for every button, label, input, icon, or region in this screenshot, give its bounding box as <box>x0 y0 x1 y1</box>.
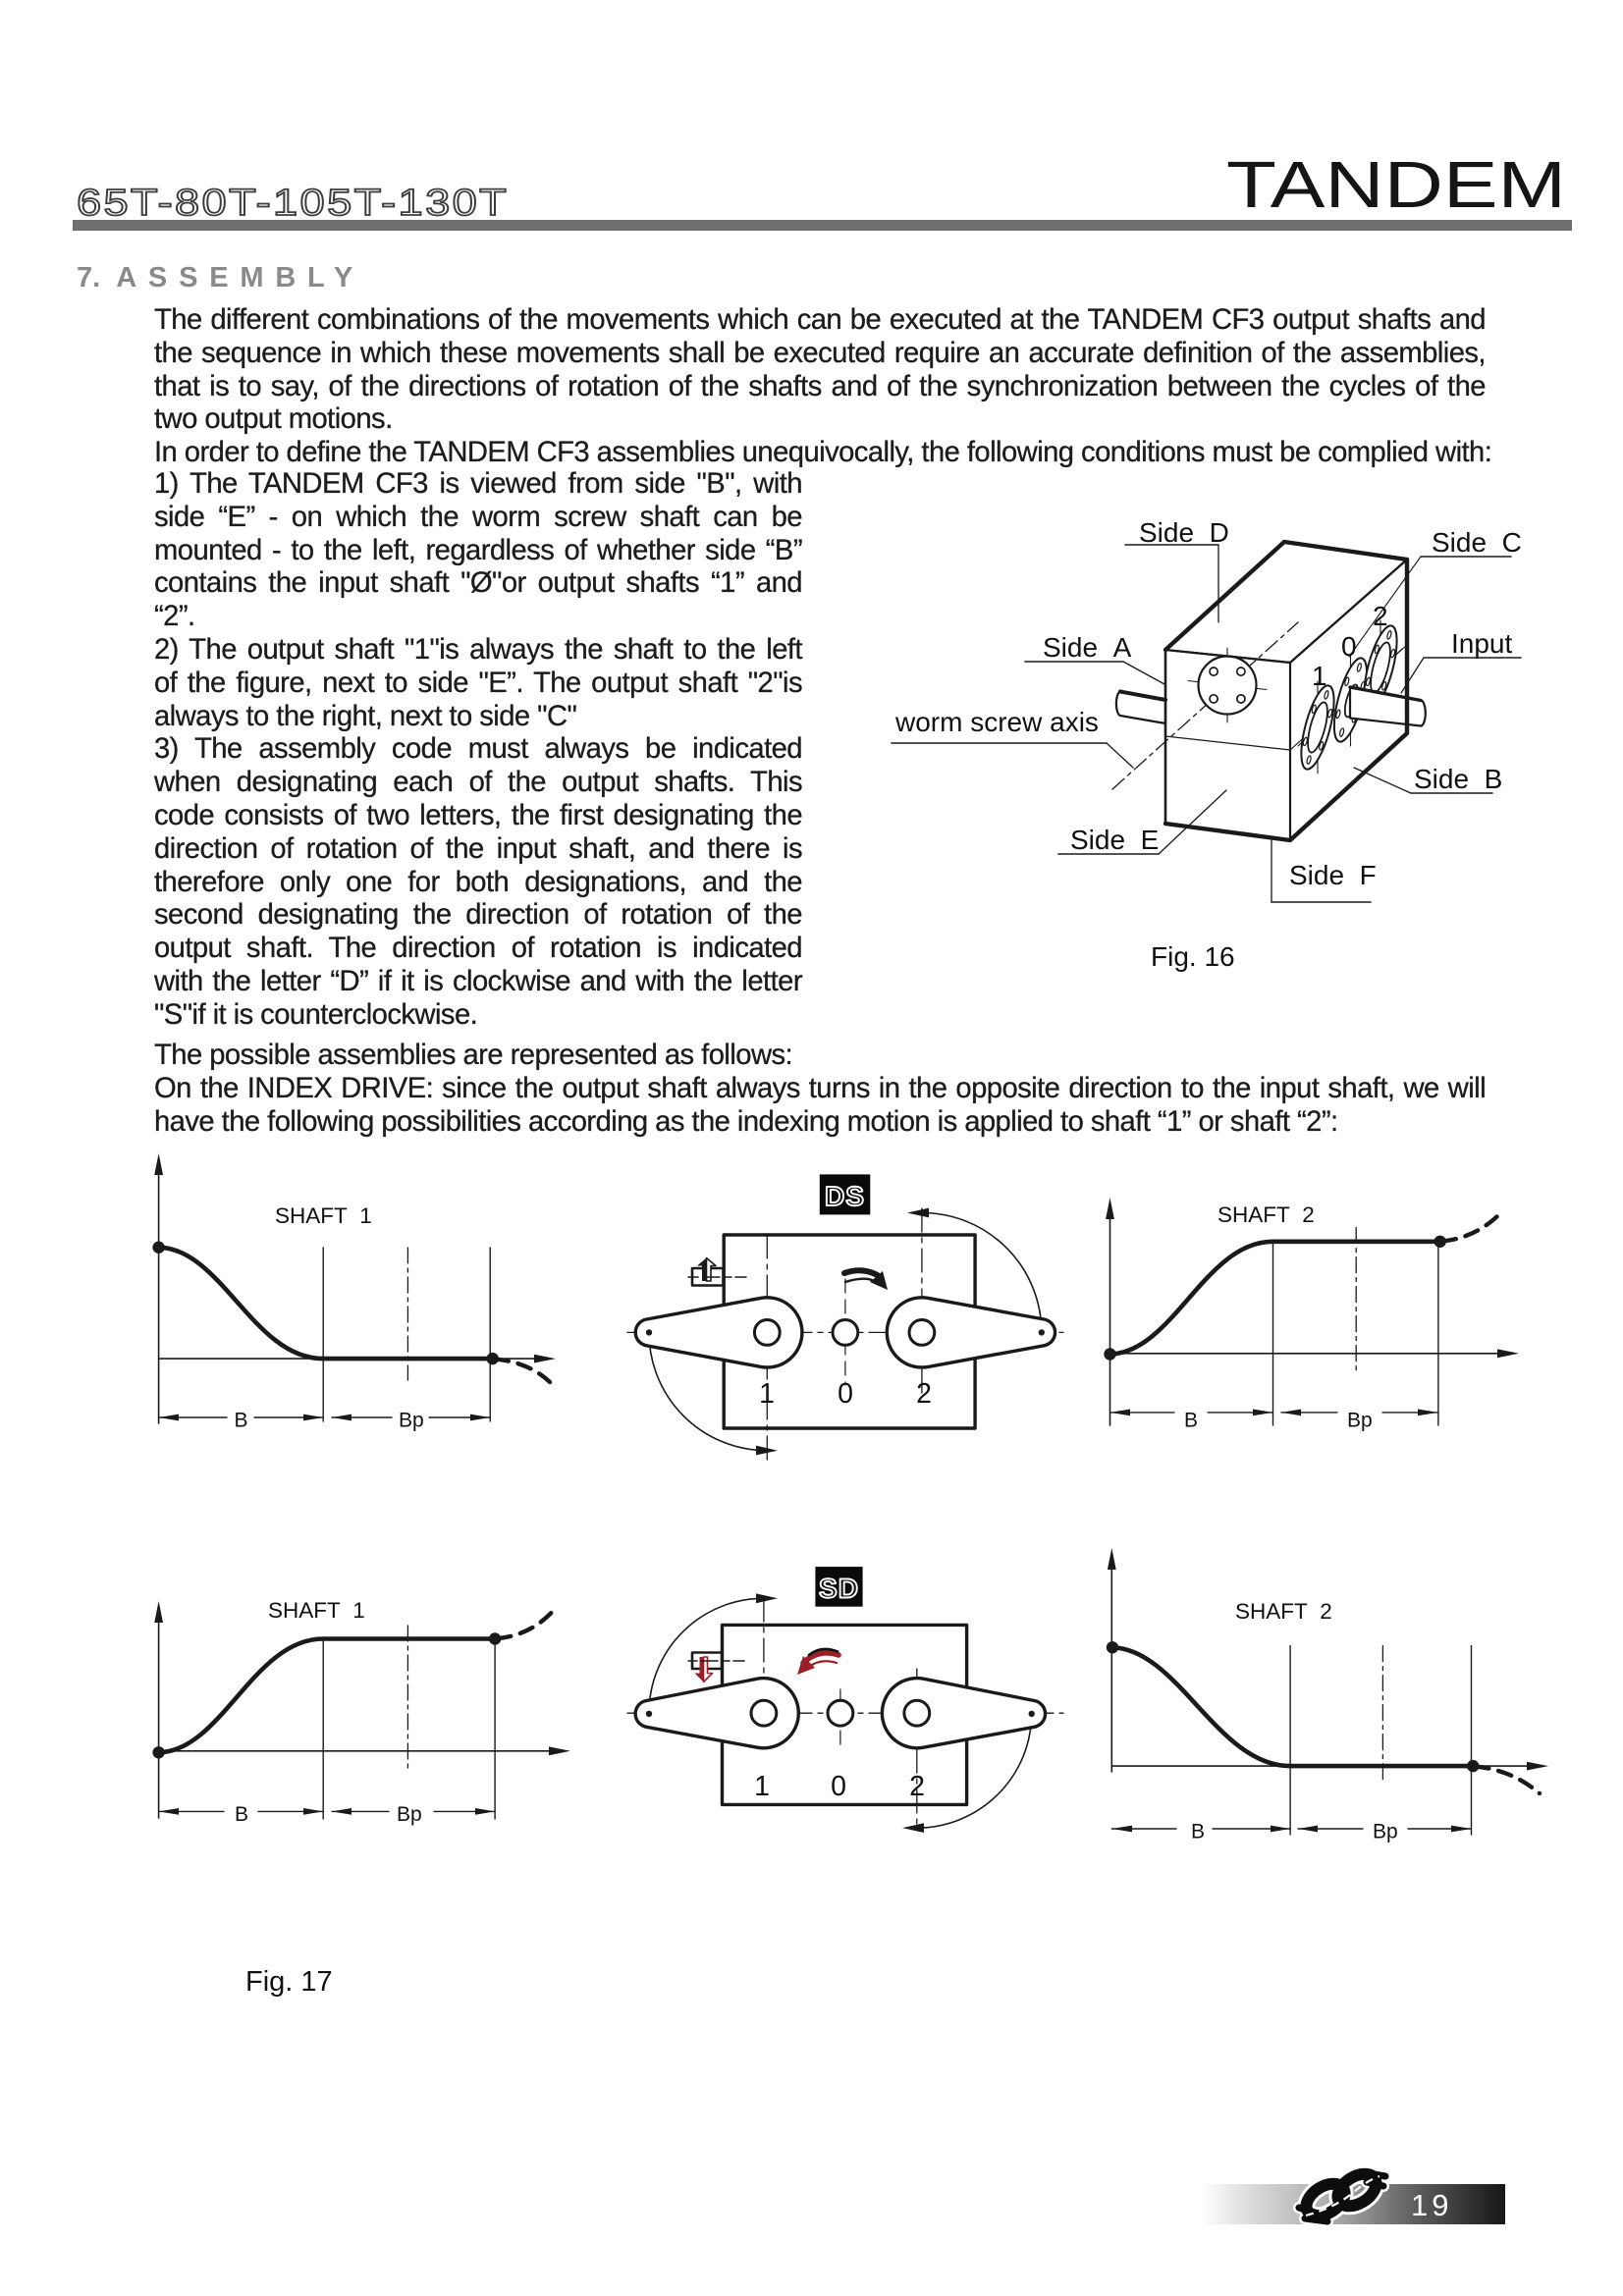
svg-text:Bp: Bp <box>1373 1821 1398 1843</box>
svg-text:DS: DS <box>825 1181 865 1211</box>
svg-text:SHAFT 1: SHAFT 1 <box>268 1598 365 1623</box>
svg-text:SD: SD <box>819 1574 859 1604</box>
svg-text:Side E: Side E <box>1070 825 1159 855</box>
svg-text:Bp: Bp <box>1347 1410 1373 1432</box>
svg-text:0: 0 <box>831 1771 846 1802</box>
svg-text:Side B: Side B <box>1414 764 1502 794</box>
svg-text:B: B <box>235 1410 248 1432</box>
svg-text:2: 2 <box>909 1771 925 1802</box>
svg-text:SHAFT 1: SHAFT 1 <box>275 1203 372 1228</box>
svg-text:2: 2 <box>916 1378 932 1410</box>
svg-text:Side D: Side D <box>1139 517 1229 548</box>
svg-text:Bp: Bp <box>399 1410 424 1432</box>
svg-text:1: 1 <box>1312 661 1327 691</box>
svg-text:Side F: Side F <box>1289 860 1377 890</box>
svg-text:B: B <box>1191 1821 1205 1843</box>
svg-text:worm screw axis: worm screw axis <box>894 707 1099 737</box>
svg-text:Input: Input <box>1451 628 1512 659</box>
svg-text:Fig. 16: Fig. 16 <box>1151 941 1235 972</box>
svg-text:0: 0 <box>1341 631 1357 662</box>
svg-text:Side A: Side A <box>1043 632 1132 663</box>
svg-text:SHAFT 2: SHAFT 2 <box>1235 1599 1332 1624</box>
svg-text:B: B <box>235 1803 248 1826</box>
svg-text:1: 1 <box>759 1378 775 1410</box>
svg-text:Bp: Bp <box>397 1803 422 1826</box>
svg-text:SHAFT 2: SHAFT 2 <box>1217 1202 1315 1227</box>
svg-text:B: B <box>1184 1410 1198 1432</box>
svg-text:Side C: Side C <box>1432 527 1522 558</box>
svg-text:1: 1 <box>754 1771 770 1802</box>
svg-text:Fig. 17: Fig. 17 <box>245 1966 333 1998</box>
svg-text:0: 0 <box>838 1378 853 1410</box>
svg-text:2: 2 <box>1373 601 1388 631</box>
